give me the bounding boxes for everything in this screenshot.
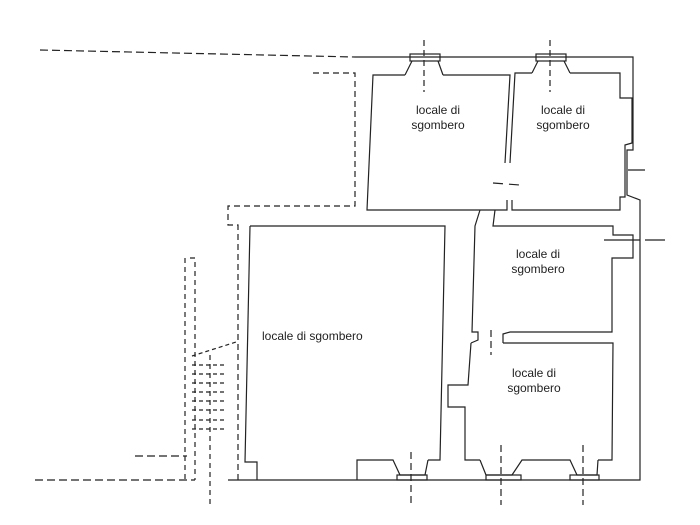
room-3-walls <box>470 209 481 344</box>
window-top-1 <box>404 40 444 92</box>
room-label-line: locale di <box>515 247 561 261</box>
room-label-line: locale di <box>415 103 461 117</box>
room-label-line: locale di <box>511 366 557 380</box>
room-2-walls <box>511 72 633 211</box>
window-sill <box>396 474 428 481</box>
window-top-2 <box>531 40 571 92</box>
room-label-line: sgombero <box>536 118 590 132</box>
window-sill <box>569 474 600 481</box>
room-4-walls <box>479 459 599 476</box>
room-label: locale di sgombero <box>262 329 363 344</box>
window-bottom <box>410 330 584 505</box>
room-4-walls <box>447 342 480 461</box>
dashed-boundary <box>39 49 356 58</box>
room-label: locale di sgombero <box>501 366 567 396</box>
room-3-walls <box>492 209 634 343</box>
room-1-walls <box>366 74 508 211</box>
dashed-boundary <box>227 72 356 480</box>
room-4-walls <box>503 342 614 461</box>
room-label-line: locale di sgombero <box>262 329 363 343</box>
room-label-line: sgombero <box>507 381 561 395</box>
room-5-walls <box>250 225 446 461</box>
room-5-walls <box>356 459 429 480</box>
room-2-walls <box>509 72 532 164</box>
window-sill <box>485 474 522 481</box>
outer-wall <box>228 56 641 481</box>
room-1-walls <box>443 74 511 164</box>
stair-steps <box>191 341 237 430</box>
room-label: locale di sgombero <box>505 247 571 277</box>
room-label-line: sgombero <box>411 118 465 132</box>
room-label: locale di sgombero <box>405 103 471 133</box>
dashed-opening <box>492 182 521 186</box>
room-label-line: sgombero <box>511 262 565 276</box>
room-5-walls <box>244 225 258 480</box>
dashed-stair <box>190 257 196 480</box>
room-label: locale di sgombero <box>530 103 596 133</box>
room-label-line: locale di <box>540 103 586 117</box>
